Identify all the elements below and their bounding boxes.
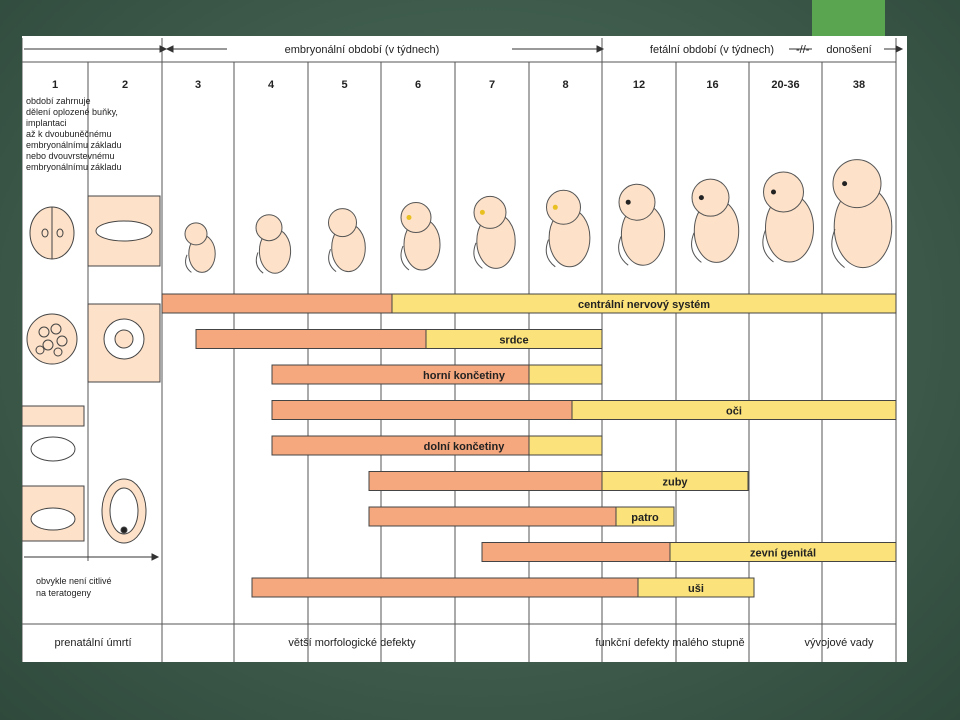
- bar-high-sensitivity: [161, 293, 393, 314]
- week-label: 7: [489, 79, 495, 91]
- header-arrows: [24, 45, 904, 53]
- week-label: 1: [52, 79, 58, 91]
- footer-functional: funkční defekty malého stupně: [595, 637, 744, 649]
- bar-label: zuby: [662, 477, 688, 489]
- grid-lines: [22, 38, 897, 662]
- early-note-line: nebo dvouvrstevnému: [26, 151, 115, 161]
- bar-high-sensitivity: [368, 471, 603, 491]
- header-embryonic: embryonální období (v týdnech): [285, 44, 440, 56]
- bar-label: patro: [631, 512, 659, 524]
- header-term: donošení: [826, 44, 871, 56]
- bar-label: centrální nervový systém: [578, 299, 710, 311]
- green-accent-block: [812, 0, 885, 36]
- bar-low-sensitivity: [571, 400, 897, 420]
- bar-low-sensitivity: [669, 542, 897, 562]
- bar-label: zevní genitál: [750, 548, 816, 560]
- embryo-figure: [691, 178, 740, 263]
- week-label: 16: [706, 79, 718, 91]
- insensitive-arrow: [24, 553, 160, 561]
- week-label: 3: [195, 79, 201, 91]
- bar-low-sensitivity: [391, 293, 897, 314]
- bar-label: oči: [726, 406, 742, 418]
- week-label: 20-36: [771, 79, 799, 91]
- bar-low-sensitivity: [425, 329, 603, 349]
- embryo-illustrations: [184, 159, 893, 274]
- sensitivity-bars: centrální nervový systém srdce horní konče…: [161, 293, 897, 598]
- early-note-line: dělení oplozené buňky,: [26, 107, 118, 117]
- bar-label: dolní končetiny: [424, 441, 506, 453]
- embryo-figure: [545, 189, 591, 268]
- embryo-figure: [184, 222, 216, 273]
- bar-low-sensitivity: [528, 364, 603, 385]
- early-note-line: embryonálnímu základu: [26, 162, 122, 172]
- bar-label: horní končetiny: [423, 370, 506, 382]
- bar-label: srdce: [499, 335, 528, 347]
- week-label: 4: [268, 79, 275, 91]
- week-label: 5: [341, 79, 347, 91]
- early-note-line: embryonálnímu základu: [26, 140, 122, 150]
- bar-low-sensitivity: [615, 506, 675, 527]
- embryo-figure: [328, 208, 366, 273]
- embryo-figure: [618, 183, 666, 266]
- bar-high-sensitivity: [368, 506, 617, 527]
- teratogen-note: obvykle není citlivé na teratogeny: [36, 576, 112, 598]
- zygote-illustrations: [22, 195, 161, 544]
- bar-high-sensitivity: [271, 400, 573, 420]
- footer-developmental: vývojové vady: [804, 637, 874, 649]
- header-fetal: fetální období (v týdnech): [650, 44, 774, 56]
- embryo-figure: [255, 214, 292, 274]
- week-label: 6: [415, 79, 421, 91]
- bar-low-sensitivity: [528, 435, 603, 456]
- embryo-figure: [400, 202, 441, 271]
- bar-high-sensitivity: [481, 542, 671, 562]
- embryo-figure: [831, 159, 893, 269]
- break-mark: -//-: [796, 44, 810, 56]
- week-label: 8: [562, 79, 568, 91]
- footer-major: větší morfologické defekty: [288, 637, 416, 649]
- early-note-line: implantaci: [26, 118, 67, 128]
- teratogen-sensitivity-diagram: centrální nervový systém srdce horní konče…: [22, 36, 907, 662]
- week-label: 12: [633, 79, 645, 91]
- bar-low-sensitivity: [637, 577, 755, 598]
- footer-prenatal: prenatální úmrtí: [54, 637, 131, 649]
- bar-high-sensitivity: [195, 329, 427, 349]
- bar-label: uši: [688, 583, 704, 595]
- embryo-figure: [473, 195, 516, 269]
- early-note-line: období zahrnuje: [26, 96, 91, 106]
- embryo-figure: [762, 171, 814, 263]
- teratogen-note-line: obvykle není citlivé: [36, 576, 112, 586]
- week-label: 2: [122, 79, 128, 91]
- teratogen-note-line: na teratogeny: [36, 588, 92, 598]
- bar-low-sensitivity: [601, 471, 749, 491]
- early-note-line: až k dvoubuněčnému: [26, 129, 112, 139]
- bar-high-sensitivity: [251, 577, 639, 598]
- week-label: 38: [853, 79, 865, 91]
